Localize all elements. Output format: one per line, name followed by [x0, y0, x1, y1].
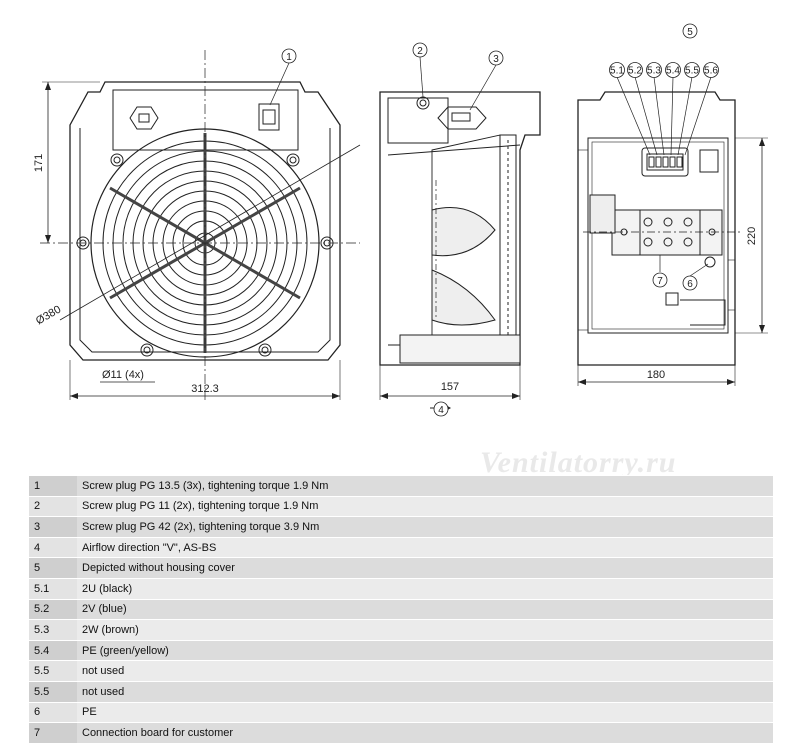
connection-board [611, 209, 723, 256]
legend-number: 5.1 [29, 577, 77, 600]
dimension-hole-11: Ø11 (4x) [102, 369, 144, 381]
callout-5: 5 [687, 27, 693, 38]
callout-4: 4 [438, 405, 444, 416]
legend-number: 5.5 [29, 680, 77, 703]
legend-description: Depicted without housing cover [77, 557, 773, 579]
terminal-plug [641, 147, 689, 177]
dimension-220: 220 [746, 227, 758, 245]
legend-description: Airflow direction "V", AS-BS [77, 536, 773, 558]
callout-circles [281, 23, 719, 417]
callout-5-3: 5.3 [647, 66, 661, 77]
callout-2: 2 [417, 46, 423, 57]
legend-number: 4 [29, 536, 77, 558]
legend-number: 3 [29, 516, 77, 538]
rear-view [577, 76, 768, 386]
callout-3: 3 [493, 54, 499, 65]
legend-description: not used [77, 660, 773, 682]
legend-number: 5 [29, 557, 77, 579]
legend-description: Connection board for customer [77, 722, 773, 743]
legend-description: Screw plug PG 11 (2x), tightening torque… [77, 495, 773, 517]
legend-number: 2 [29, 495, 77, 517]
dimension-157: 157 [441, 381, 459, 393]
dimension-diameter-380: Ø380 [34, 303, 63, 327]
front-view [40, 50, 361, 400]
dimension-312-3: 312.3 [191, 383, 219, 395]
watermark: Ventilatorry.ru [480, 446, 677, 479]
screw-plug-pg42 [129, 106, 159, 130]
legend-number: 5.5 [29, 660, 77, 682]
legend-number: 5.3 [29, 619, 77, 641]
legend-number: 1 [29, 475, 77, 497]
callout-7: 7 [657, 276, 663, 287]
legend-description: PE [77, 701, 773, 723]
side-view [379, 56, 541, 413]
dimension-180: 180 [647, 369, 665, 381]
technical-drawing: 1 2 3 5 5.1 5.2 5.3 5.4 5.5 5.6 7 6 4 17… [33, 23, 768, 417]
legend-number: 5.2 [29, 598, 77, 620]
legend-number: 7 [29, 722, 77, 743]
callout-1: 1 [286, 52, 292, 63]
legend-description: 2U (black) [77, 577, 773, 600]
callout-5-5: 5.5 [685, 66, 699, 77]
screw-plug-pg13-5 [258, 103, 280, 131]
legend-description: not used [77, 680, 773, 703]
callout-5-2: 5.2 [628, 66, 642, 77]
callout-5-4: 5.4 [666, 66, 680, 77]
dimension-arrows [45, 82, 765, 399]
legend-description: Screw plug PG 13.5 (3x), tightening torq… [77, 475, 773, 497]
mounting-holes [76, 153, 334, 357]
dimension-171: 171 [33, 154, 45, 172]
callout-5-6: 5.6 [704, 66, 718, 77]
callout-6: 6 [687, 279, 693, 290]
legend-description: 2V (blue) [77, 598, 773, 620]
legend-number: 5.4 [29, 639, 77, 661]
legend-description: Screw plug PG 42 (2x), tightening torque… [77, 516, 773, 538]
callout-5-1: 5.1 [610, 66, 624, 77]
legend-description: PE (green/yellow) [77, 639, 773, 661]
legend-description: 2W (brown) [77, 619, 773, 641]
legend-number: 6 [29, 701, 77, 723]
